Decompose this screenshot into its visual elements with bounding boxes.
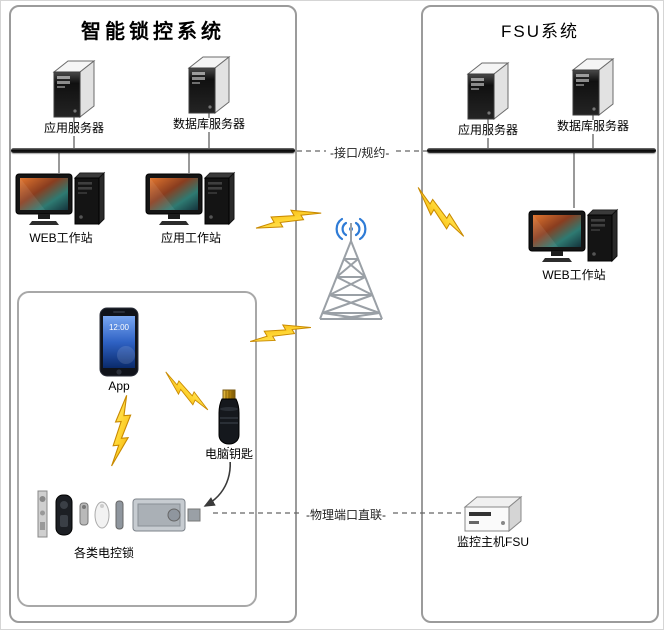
left-panel-title: 智能锁控系统 xyxy=(81,21,225,43)
lightning-bolt-icon xyxy=(103,393,139,472)
right-app-server-label: 应用服务器 xyxy=(455,123,520,138)
lightning-bolt-icon xyxy=(253,189,328,248)
workstation-icon xyxy=(15,171,106,226)
server-icon xyxy=(571,57,615,117)
workstation-icon xyxy=(145,171,236,226)
physical-port-label: -物理端口直联- xyxy=(302,506,390,523)
right-db-server-label: 数据库服务器 xyxy=(555,119,632,134)
left-bus-bar xyxy=(11,148,295,153)
workstation-icon xyxy=(528,208,619,263)
right-db-server: 数据库服务器 xyxy=(555,57,632,134)
right-panel-title: FSU系统 xyxy=(501,22,579,41)
right-bus-bar xyxy=(427,148,656,153)
smartphone-label: App xyxy=(106,379,132,394)
lightning-bolt-icon xyxy=(401,183,476,242)
left-app-workstation-label: 应用工作站 xyxy=(158,231,223,246)
server-icon xyxy=(52,59,96,119)
fsu-host-label: 监控主机FSU xyxy=(455,535,532,550)
server-icon xyxy=(187,55,231,115)
smartphone-app: 12:00 App xyxy=(99,307,139,394)
electric-locks-icon xyxy=(37,490,201,538)
device-group-box xyxy=(17,291,257,607)
right-web-workstation: WEB工作站 xyxy=(528,208,620,283)
lightning-bolt-icon xyxy=(247,304,318,359)
interface-protocol-label: -接口/规约- xyxy=(326,144,394,161)
left-app-workstation: 应用工作站 xyxy=(145,171,237,246)
panel-fsu-system xyxy=(421,5,659,623)
fsu-host-icon xyxy=(463,495,523,533)
radio-tower-icon xyxy=(306,215,396,326)
panel-smart-lock-system xyxy=(9,5,297,623)
server-icon xyxy=(466,61,510,121)
computer-key: 电脑钥匙 xyxy=(203,389,256,462)
left-app-server-label: 应用服务器 xyxy=(41,121,106,136)
phone-clock: 12:00 xyxy=(109,323,130,332)
computer-key-icon xyxy=(218,389,240,445)
fsu-host: 监控主机FSU xyxy=(455,495,532,550)
right-app-server: 应用服务器 xyxy=(450,61,526,138)
right-web-workstation-label: WEB工作站 xyxy=(540,268,608,283)
left-app-server: 应用服务器 xyxy=(36,59,112,136)
left-db-server-label: 数据库服务器 xyxy=(171,117,248,132)
electric-locks-label: 各类电控锁 xyxy=(59,546,149,561)
left-web-workstation: WEB工作站 xyxy=(15,171,107,246)
left-db-server: 数据库服务器 xyxy=(171,55,248,132)
smartphone-icon: 12:00 xyxy=(99,307,139,377)
left-web-workstation-label: WEB工作站 xyxy=(27,231,95,246)
lightning-bolt-icon xyxy=(151,368,216,415)
computer-key-label: 电脑钥匙 xyxy=(203,447,256,462)
electric-locks xyxy=(36,489,211,541)
